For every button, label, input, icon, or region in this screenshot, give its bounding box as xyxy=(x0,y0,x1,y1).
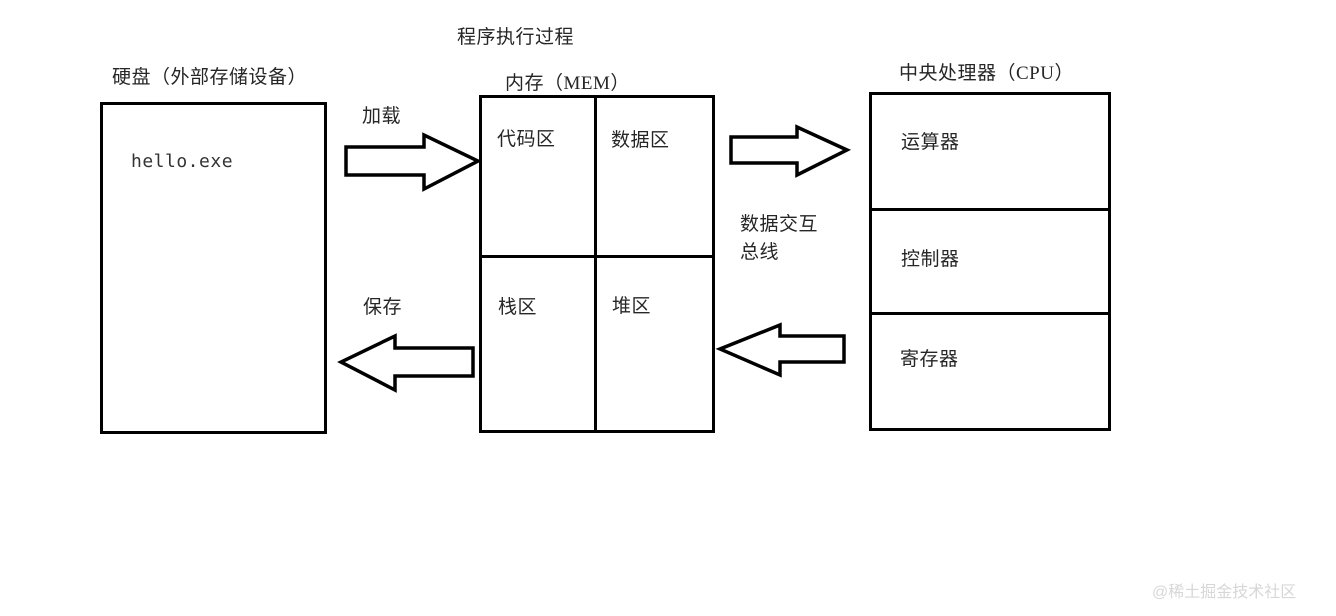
watermark: @稀土掘金技术社区 xyxy=(1152,584,1297,601)
cpu-section-title: 中央处理器（CPU） xyxy=(899,63,1074,84)
memory-region-data: 数据区 xyxy=(611,130,670,151)
memory-vertical-divider xyxy=(594,95,597,433)
cpu-unit-alu: 运算器 xyxy=(901,132,960,153)
memory-box xyxy=(479,95,715,433)
bus-label: 数据交互 总线 xyxy=(740,211,818,266)
cpu-box xyxy=(869,92,1111,431)
cpu-divider-lower xyxy=(869,312,1111,315)
arrow-bus-to-memory-left-icon xyxy=(715,322,846,378)
arrow-save-left-icon xyxy=(337,333,475,393)
bus-label-line1: 数据交互 xyxy=(740,214,819,235)
arrow-save-label: 保存 xyxy=(363,297,403,318)
bus-label-line2: 总线 xyxy=(740,241,780,263)
cpu-divider-upper xyxy=(869,208,1111,211)
cpu-unit-controller: 控制器 xyxy=(901,249,960,270)
disk-section-title: 硬盘（外部存储设备） xyxy=(112,67,308,88)
memory-horizontal-divider xyxy=(479,255,715,258)
diagram-title: 程序执行过程 xyxy=(457,27,575,48)
memory-section-title: 内存（MEM） xyxy=(505,73,630,94)
arrow-bus-to-cpu-right-icon xyxy=(729,124,852,178)
memory-region-stack: 栈区 xyxy=(498,297,538,318)
memory-region-heap: 堆区 xyxy=(612,296,652,317)
disk-file-label: hello.exe xyxy=(131,151,234,172)
disk-box xyxy=(100,102,327,434)
memory-region-code: 代码区 xyxy=(497,129,556,150)
cpu-unit-register: 寄存器 xyxy=(900,349,959,370)
arrow-load-label: 加载 xyxy=(362,106,402,127)
arrow-load-right-icon xyxy=(344,132,482,192)
